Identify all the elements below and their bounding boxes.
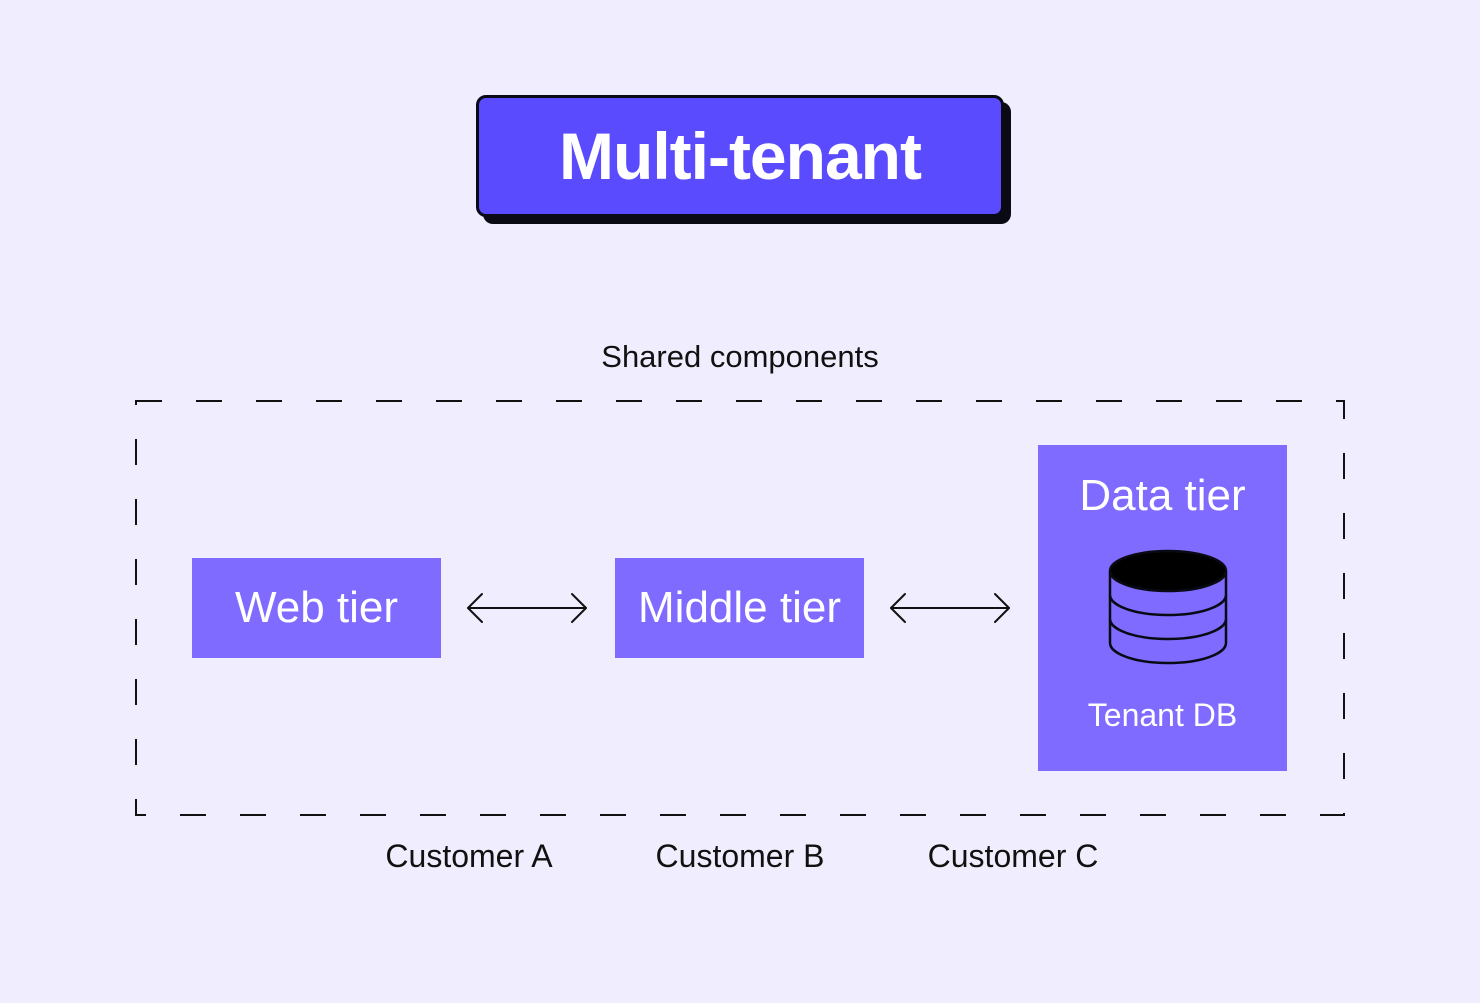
data-tier-label: Data tier	[1079, 471, 1246, 520]
shared-components-label: Shared components	[601, 339, 879, 374]
title-badge: Multi-tenant	[476, 95, 1004, 217]
shared-components-boundary	[135, 400, 1345, 816]
double-arrow-icon	[467, 593, 587, 623]
customer-a-label: Customer A	[385, 838, 553, 874]
middle-tier-box: Middle tier	[615, 558, 864, 658]
data-tier-box: Data tier Tenant DB	[1038, 445, 1287, 771]
page-title: Multi-tenant	[559, 119, 922, 193]
database-icon	[1108, 549, 1228, 665]
tenant-db-label: Tenant DB	[1087, 697, 1238, 733]
web-tier-label: Web tier	[234, 583, 399, 632]
middle-tier-label: Middle tier	[638, 583, 841, 632]
web-tier-box: Web tier	[192, 558, 441, 658]
double-arrow-icon	[890, 593, 1010, 623]
customer-b-label: Customer B	[655, 838, 825, 874]
customer-c-label: Customer C	[927, 838, 1099, 874]
